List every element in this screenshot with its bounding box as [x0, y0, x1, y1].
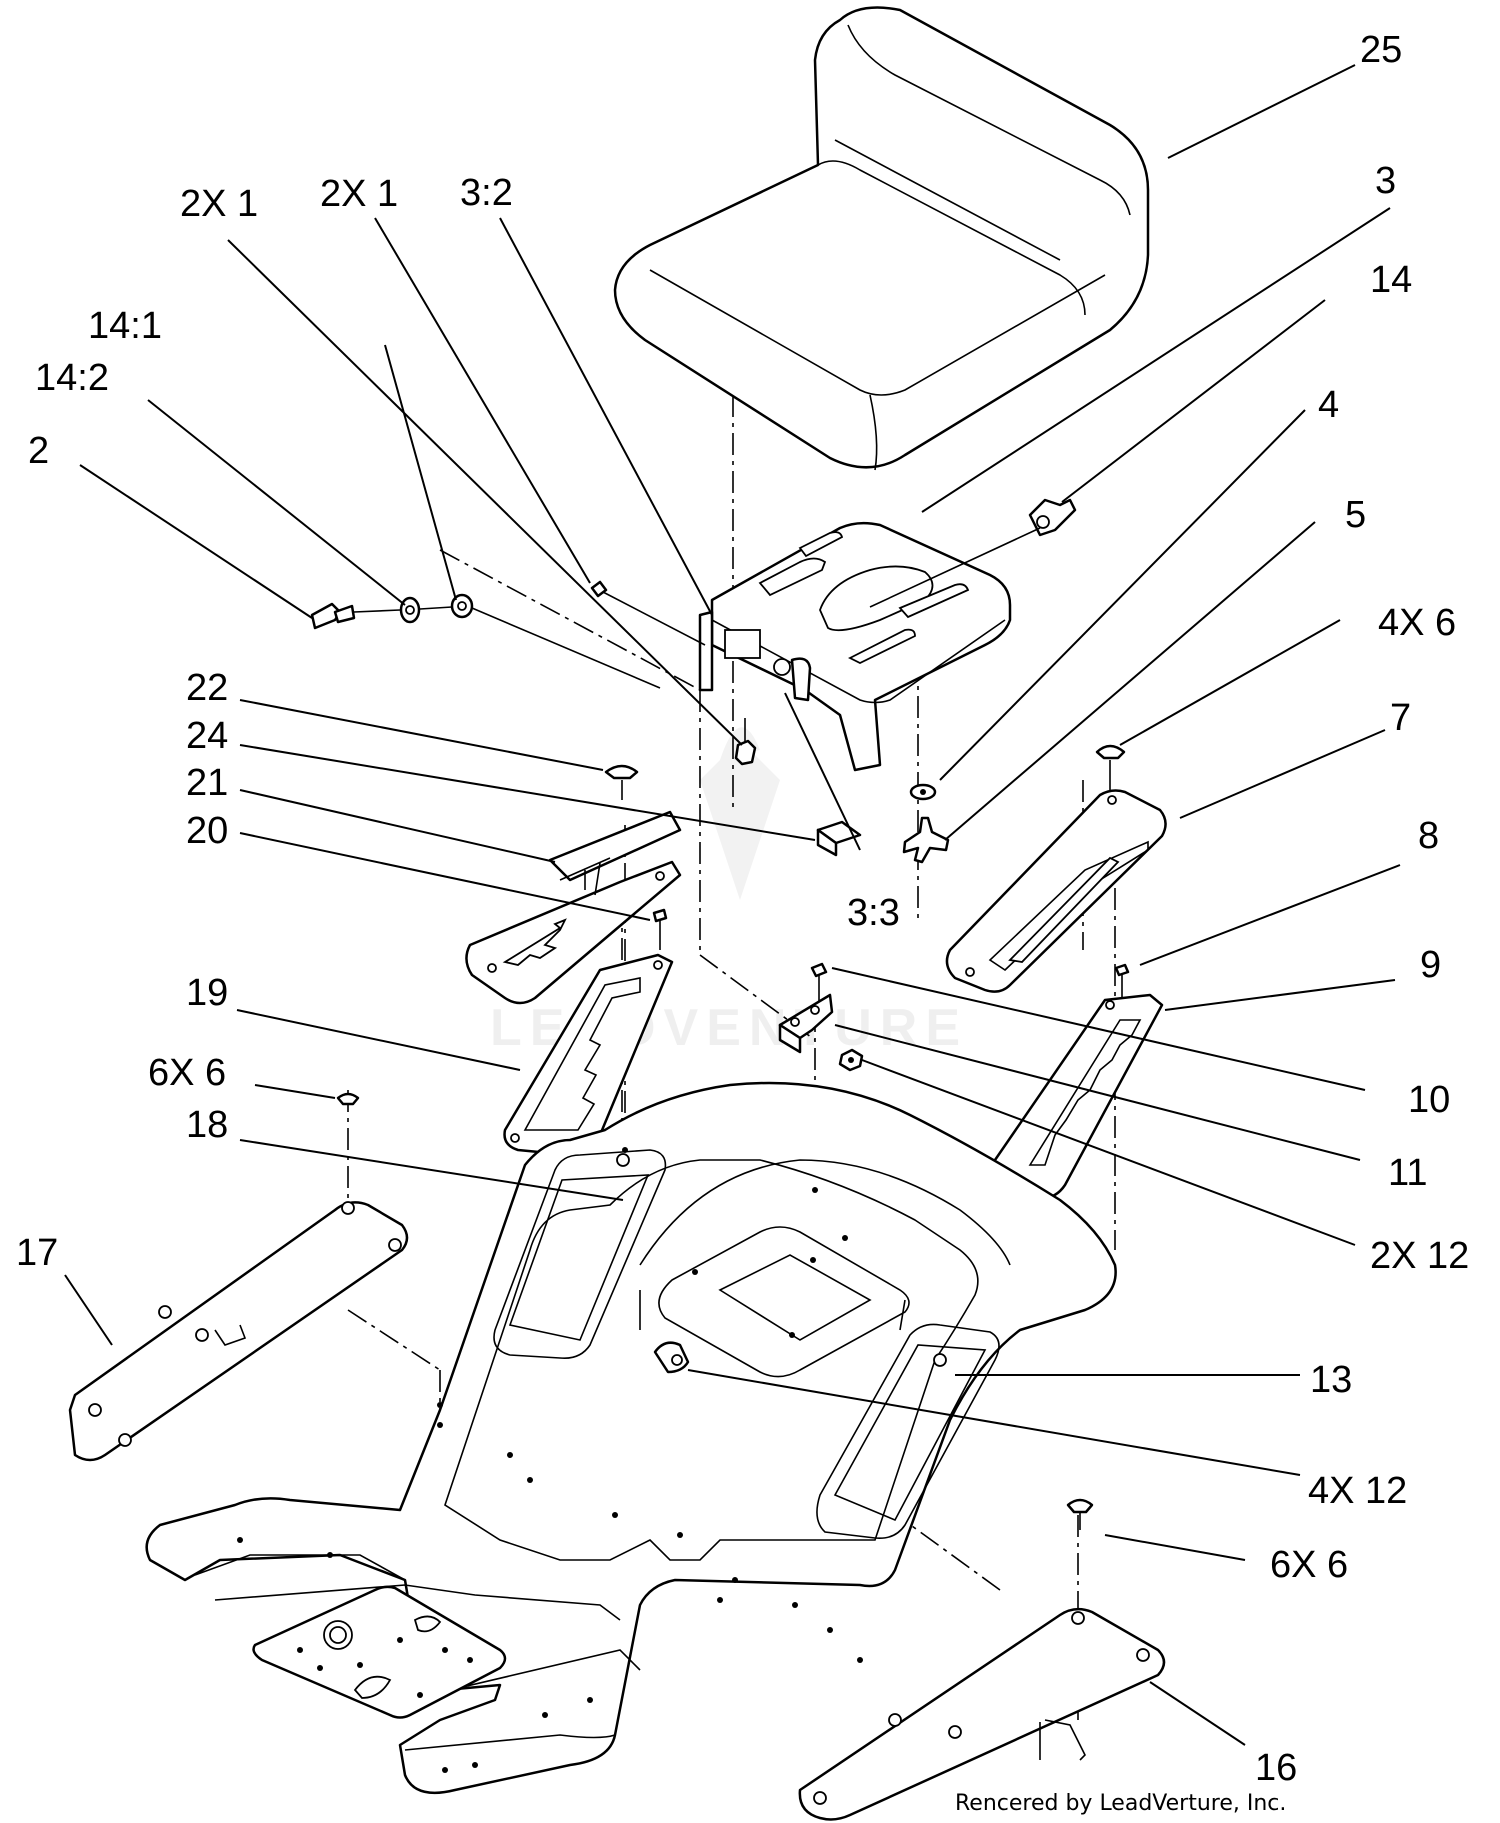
nut-part-12: [838, 1048, 864, 1072]
callout-7: 7: [1390, 697, 1411, 739]
callout-18: 18: [186, 1104, 228, 1146]
screw-part-10: [810, 962, 828, 1010]
callout-13: 13: [1310, 1359, 1352, 1401]
callout-14-1: 14:1: [88, 305, 162, 347]
leader-lines: [64, 64, 1401, 1746]
fender-deck: [145, 1081, 1117, 1795]
washer-part-4: [909, 783, 937, 801]
shift-guide-part-9: [992, 993, 1164, 1200]
shift-plate-part-7: [945, 789, 1167, 993]
callout-3-3: 3:3: [847, 892, 900, 934]
bracket-part-11: [778, 993, 834, 1054]
render-credit: Rencered by LeadVerture, Inc.: [955, 1791, 1286, 1816]
seat-cushion-part-25: [613, 6, 1150, 471]
callout-3: 3: [1375, 160, 1396, 202]
callout-21: 21: [186, 762, 228, 804]
fastener-part-6-upper: [1095, 744, 1126, 790]
bolts-part-1: [590, 580, 757, 766]
knob-part-5: [902, 816, 950, 864]
footplate-part-16: [798, 1607, 1166, 1821]
fastener-group-2-14: [310, 593, 661, 689]
footplate-part-17: [68, 1201, 409, 1462]
callout-8: 8: [1418, 815, 1439, 857]
callout-4: 4: [1318, 384, 1339, 426]
callout-22: 22: [186, 667, 228, 709]
spacer-part-24: [816, 820, 862, 857]
seat-switch-part-14: [869, 498, 1077, 608]
callout-14: 14: [1370, 259, 1412, 301]
callout-9: 9: [1420, 944, 1441, 986]
callout-2: 2: [28, 430, 49, 472]
fastener-part-6-right: [1066, 1498, 1094, 1530]
callout-6x6-left: 6X 6: [148, 1052, 226, 1094]
callout-16: 16: [1255, 1747, 1297, 1789]
callout-3-2: 3:2: [460, 172, 513, 214]
callout-4x12: 4X 12: [1308, 1470, 1407, 1512]
callout-17: 17: [16, 1232, 58, 1274]
callout-6x6-right: 6X 6: [1270, 1544, 1348, 1586]
callout-2x1-left: 2X 1: [180, 183, 258, 225]
callout-19: 19: [186, 972, 228, 1014]
fastener-part-6-left: [336, 1092, 360, 1106]
shift-plate-part-21: [465, 810, 682, 1005]
fastener-part-22: [604, 764, 639, 800]
callout-labels: 25 2X 1 2X 1 3:2 3 14 14:1 14:2 2 4 5 4X…: [16, 29, 1469, 1789]
callout-25: 25: [1360, 29, 1402, 71]
seat-pan-part-3: [698, 521, 1012, 772]
callout-24: 24: [186, 715, 228, 757]
callout-2x1-right: 2X 1: [320, 173, 398, 215]
callout-20: 20: [186, 810, 228, 852]
screw-part-20: [652, 908, 668, 950]
callout-10: 10: [1408, 1079, 1450, 1121]
callout-14-2: 14:2: [35, 357, 109, 399]
callout-11: 11: [1388, 1152, 1427, 1194]
callout-2x12: 2X 12: [1370, 1235, 1469, 1277]
callout-4x6: 4X 6: [1378, 602, 1456, 644]
callout-5: 5: [1345, 494, 1366, 536]
